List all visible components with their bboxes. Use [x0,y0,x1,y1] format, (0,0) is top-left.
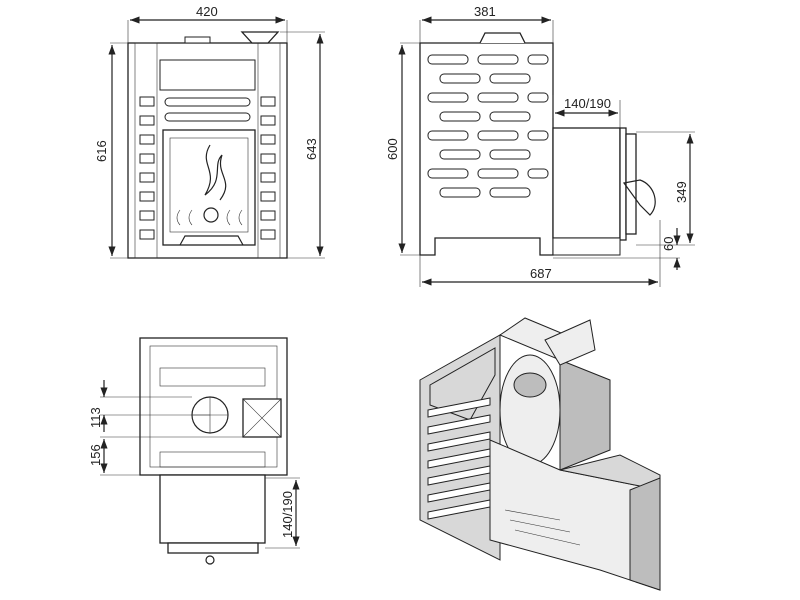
vent-slot [260,172,276,183]
vent-slot [164,97,251,107]
vent-slot [427,414,491,435]
vent-slot [439,111,481,122]
front-view: 616 420 643 [94,4,325,259]
vent-slot [427,397,491,418]
vent-slot [159,59,256,91]
vent-slot [260,191,276,202]
dim-60: 60 [661,237,676,251]
vent-slot [260,115,276,126]
dim-616: 616 [94,140,109,162]
dim-156: 156 [88,444,103,466]
vent-slot [260,229,276,240]
isometric-cutaway-view [419,317,661,591]
vent-slot [139,115,155,126]
vent-slot [139,229,155,240]
vent-slot [427,431,491,452]
vent-slot [477,168,519,179]
hopper-icon [240,31,280,44]
dim-420: 420 [196,4,218,19]
vent-slot [439,149,481,160]
vent-slot [427,130,469,141]
vent-slot [427,465,491,486]
vent-slot [527,92,549,103]
dim-381: 381 [474,4,496,19]
vent-slot [139,96,155,107]
vent-slot [439,187,481,198]
dim-687: 687 [530,266,552,281]
hopper-icon [479,32,526,44]
vent-slot [489,149,531,160]
vent-slot [427,448,491,469]
top-view: 113 156 140/190 [88,337,300,565]
flame-icon [204,144,227,201]
vent-slot [489,187,531,198]
vent-slot [527,168,549,179]
vent-slot [489,73,531,84]
vent-slot [427,499,491,520]
vent-slot [260,96,276,107]
vent-slot [427,482,491,503]
vent-slot [477,54,519,65]
vent-slot [489,111,531,122]
vent-slot [139,191,155,202]
vent-slot [139,134,155,145]
side-view: 140/190 600 381 349 60 687 [385,4,695,287]
vent-slot [477,130,519,141]
vent-slot [260,134,276,145]
vent-slot [260,153,276,164]
vent-slot [527,54,549,65]
dim-140-190-top: 140/190 [280,491,295,538]
vent-slot [439,73,481,84]
vent-slot [427,92,469,103]
dim-643: 643 [304,138,319,160]
door-handle-icon [622,179,656,216]
vent-slot [139,172,155,183]
dim-349: 349 [674,181,689,203]
dim-600: 600 [385,138,400,160]
vent-slot [260,210,276,221]
vent-slot [164,112,251,122]
dim-113: 113 [88,407,103,428]
dim-140-190: 140/190 [564,96,611,111]
vent-slot [527,130,549,141]
vent-slot [139,210,155,221]
vent-slot [427,54,469,65]
vent-slot [139,153,155,164]
vent-slot [427,168,469,179]
vent-slot [477,92,519,103]
